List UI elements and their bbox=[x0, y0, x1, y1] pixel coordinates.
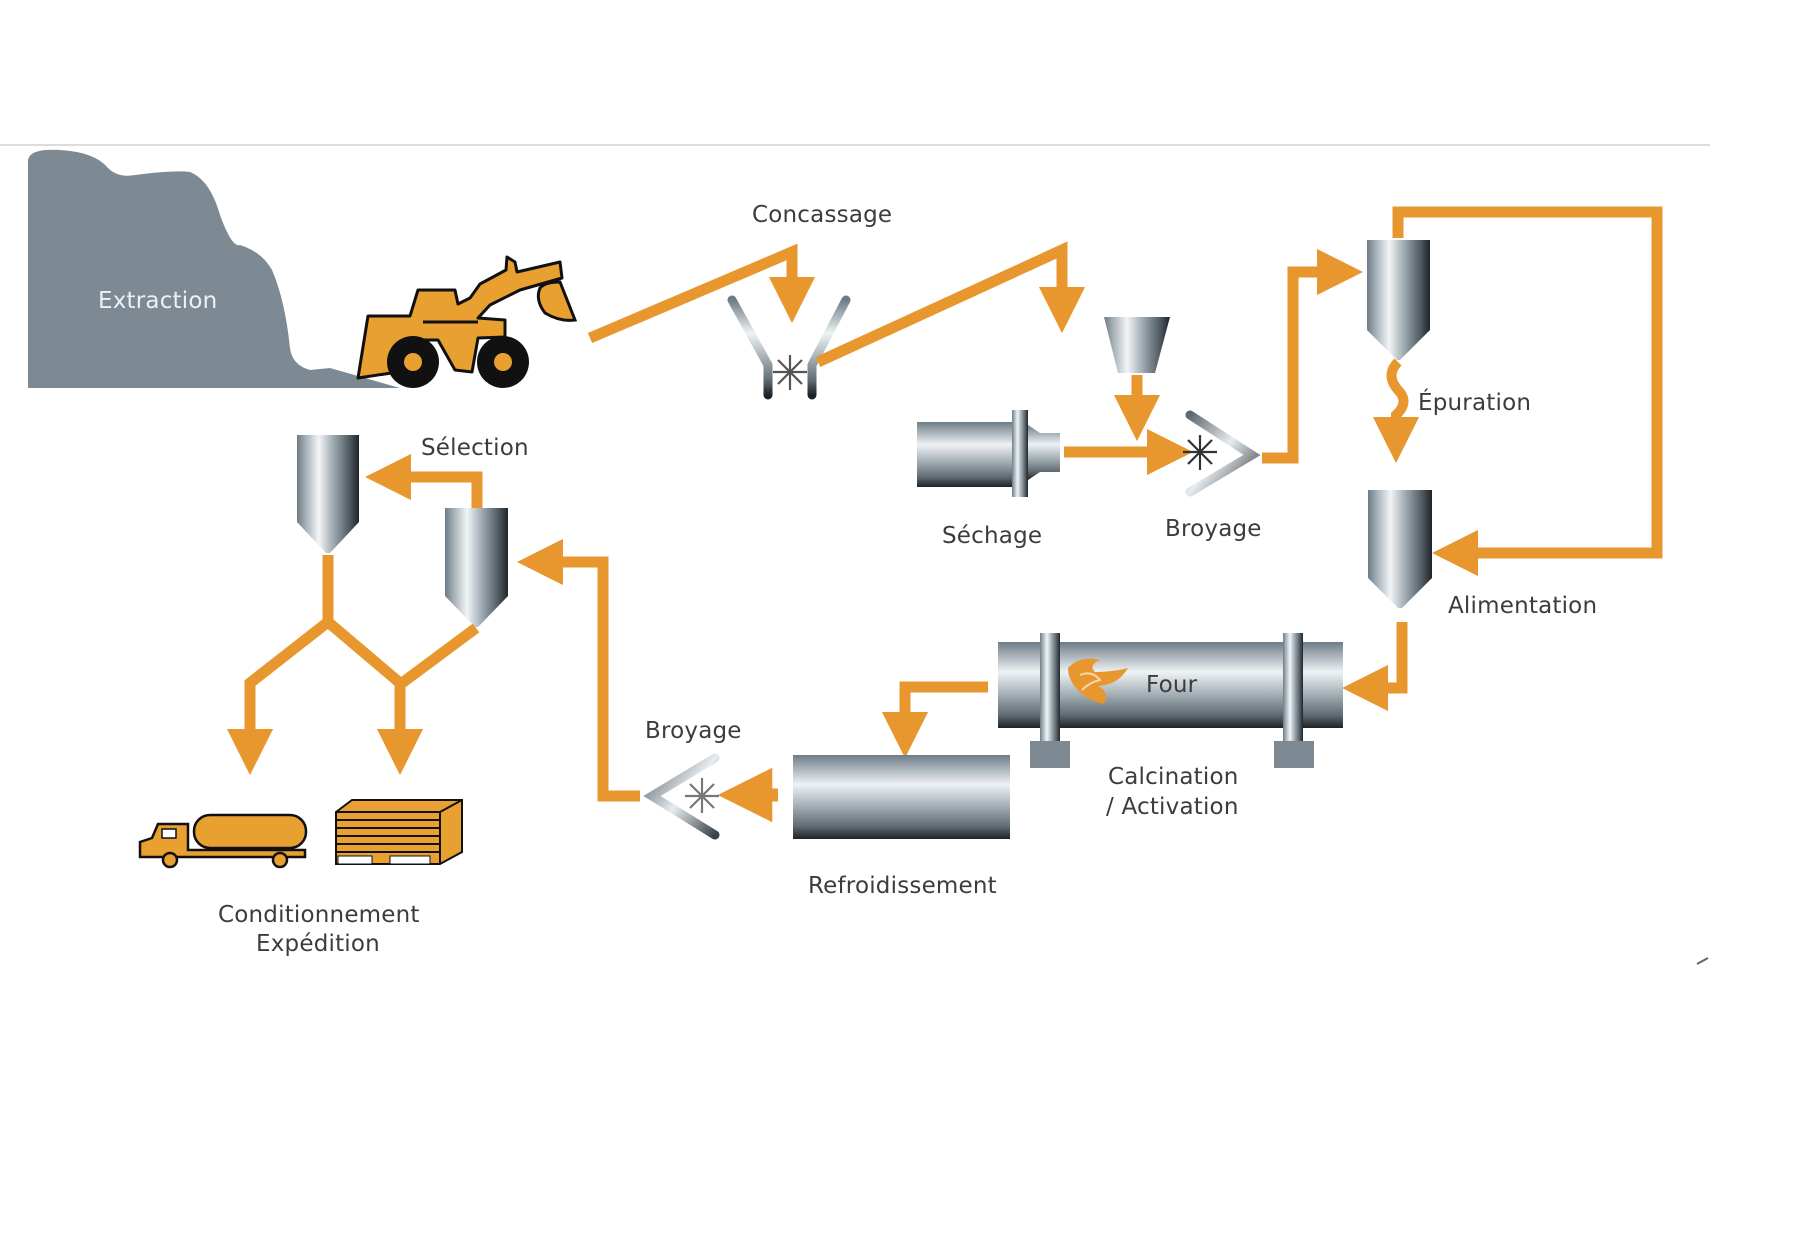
flow-selection-branch-right bbox=[324, 617, 424, 776]
activation-label: / Activation bbox=[1106, 794, 1239, 820]
extraction-step: Extraction bbox=[28, 149, 578, 388]
grinder-star-icon bbox=[685, 778, 719, 813]
flow-broyage-to-epuration bbox=[1262, 248, 1364, 464]
cooler-cylinder-icon bbox=[793, 755, 1010, 839]
extraction-label: Extraction bbox=[98, 288, 217, 314]
pallet-bags-icon bbox=[335, 799, 463, 865]
conditionnement-step: Conditionnement Expédition bbox=[138, 799, 463, 957]
grinder-icon bbox=[1183, 410, 1261, 497]
stray-mark bbox=[1696, 957, 1709, 965]
silo-icon bbox=[1367, 240, 1430, 360]
tanker-truck-icon bbox=[138, 813, 308, 869]
flow-extraction-to-concassage bbox=[587, 243, 816, 344]
sechage-label: Séchage bbox=[942, 523, 1042, 549]
four-step: Four Calcination / Activation bbox=[881, 633, 1343, 820]
sechage-step: Séchage bbox=[917, 410, 1194, 549]
silo-icon bbox=[297, 435, 359, 553]
flow-alimentation-to-four bbox=[1341, 622, 1408, 712]
selection-step: Sélection bbox=[226, 435, 529, 776]
flame-icon bbox=[1068, 658, 1128, 704]
flow-broyage-to-selection bbox=[516, 538, 640, 802]
grinder-icon bbox=[643, 753, 720, 840]
crusher-icon bbox=[727, 295, 851, 400]
alimentation-step: Alimentation bbox=[1341, 490, 1597, 712]
four-label: Four bbox=[1146, 672, 1198, 698]
silo-icon bbox=[1368, 490, 1432, 608]
concassage-step: Concassage bbox=[587, 202, 1086, 400]
rotary-kiln-icon bbox=[998, 633, 1343, 768]
silo-icon bbox=[445, 508, 508, 627]
alimentation-label: Alimentation bbox=[1448, 593, 1597, 619]
refroidissement-label: Refroidissement bbox=[808, 873, 997, 899]
broyage-2-label: Broyage bbox=[645, 718, 742, 744]
broyage-step-1: Broyage bbox=[1165, 248, 1364, 542]
kiln-foot-right bbox=[1274, 741, 1314, 768]
broyage-step-2: Broyage bbox=[516, 538, 742, 840]
flow-selection-branch-left bbox=[226, 555, 334, 776]
crusher-star-icon bbox=[773, 355, 807, 390]
flow-four-to-refroidissement bbox=[881, 681, 988, 759]
concassage-label: Concassage bbox=[752, 202, 892, 228]
epuration-step: Épuration bbox=[1367, 206, 1663, 577]
selection-label: Sélection bbox=[421, 435, 529, 461]
expedition-label: Expédition bbox=[256, 931, 380, 957]
broyage-1-label: Broyage bbox=[1165, 516, 1262, 542]
kiln-foot-left bbox=[1030, 741, 1070, 768]
dryer-cylinder-icon bbox=[917, 410, 1060, 497]
flow-epuration-to-alimentation-loop bbox=[1392, 206, 1663, 577]
wheel-loader-icon bbox=[356, 255, 578, 388]
squiggle-flow bbox=[1386, 358, 1409, 425]
conditionnement-label: Conditionnement bbox=[218, 902, 420, 928]
refroidissement-step: Refroidissement bbox=[717, 755, 1010, 899]
rock-face-shape bbox=[28, 149, 400, 388]
feed-hopper bbox=[1104, 317, 1170, 442]
flow-selection-recycle bbox=[364, 453, 483, 508]
flow-concassage-to-sechage bbox=[815, 241, 1086, 367]
calcination-label: Calcination bbox=[1108, 764, 1239, 790]
grinder-star-icon bbox=[1183, 435, 1217, 470]
epuration-label: Épuration bbox=[1418, 388, 1531, 416]
